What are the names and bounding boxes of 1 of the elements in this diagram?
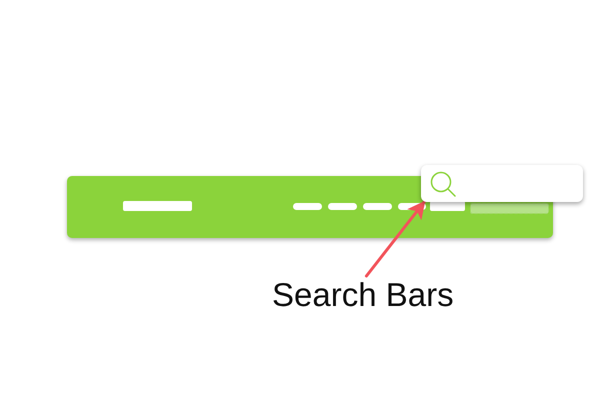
callout-text: Search Bars <box>272 276 454 314</box>
